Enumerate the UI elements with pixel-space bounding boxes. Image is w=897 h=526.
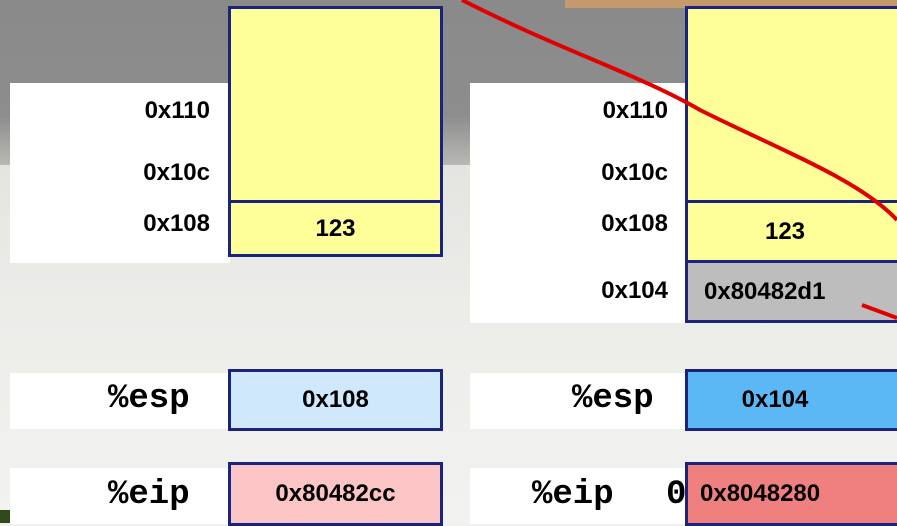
right-eip-label-overlap: 0 [666,476,687,514]
background-strip [565,0,897,8]
left-stack-upper-cells [228,6,443,203]
right-stack-cell-0x104: 0x80482d1 [685,260,897,323]
left-address-0x108: 0x108 [143,210,210,237]
right-esp-label: %esp [572,380,654,418]
left-eip-label: %eip [108,476,190,514]
left-stack-label-area [10,83,230,263]
left-esp-register: 0x108 [228,369,443,431]
right-address-0x104: 0x104 [601,277,668,304]
right-eip-label: %eip [532,476,614,514]
right-stack-label-area [470,83,690,323]
left-eip-register: 0x80482cc [228,462,443,526]
right-stack-cell-0x108: 123 [685,200,897,263]
left-stack-cell-0x108: 123 [228,200,443,257]
return-address-arrow [461,0,897,222]
right-address-0x10c: 0x10c [601,159,668,186]
right-address-0x110: 0x110 [602,97,668,124]
left-esp-label-area [10,373,230,429]
right-esp-register: 0x104 [685,369,897,431]
right-address-0x108: 0x108 [601,210,668,237]
left-eip-label-area [10,468,230,524]
left-address-0x10c: 0x10c [143,159,210,186]
return-address-pointer [861,303,897,320]
right-eip-label-area [470,468,690,524]
background-grass-left [0,510,12,523]
left-esp-label: %esp [108,380,190,418]
left-address-0x110: 0x110 [144,97,210,124]
right-esp-label-area [470,373,690,429]
